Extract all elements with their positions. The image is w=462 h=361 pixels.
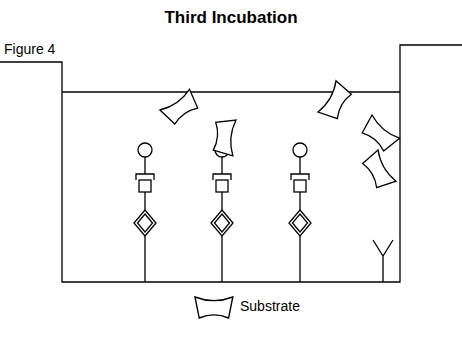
legend-sample bbox=[195, 297, 233, 318]
figure-label: Figure 4 bbox=[4, 41, 55, 57]
legend-text: Substrate bbox=[240, 298, 300, 314]
title: Third Incubation bbox=[0, 8, 462, 28]
